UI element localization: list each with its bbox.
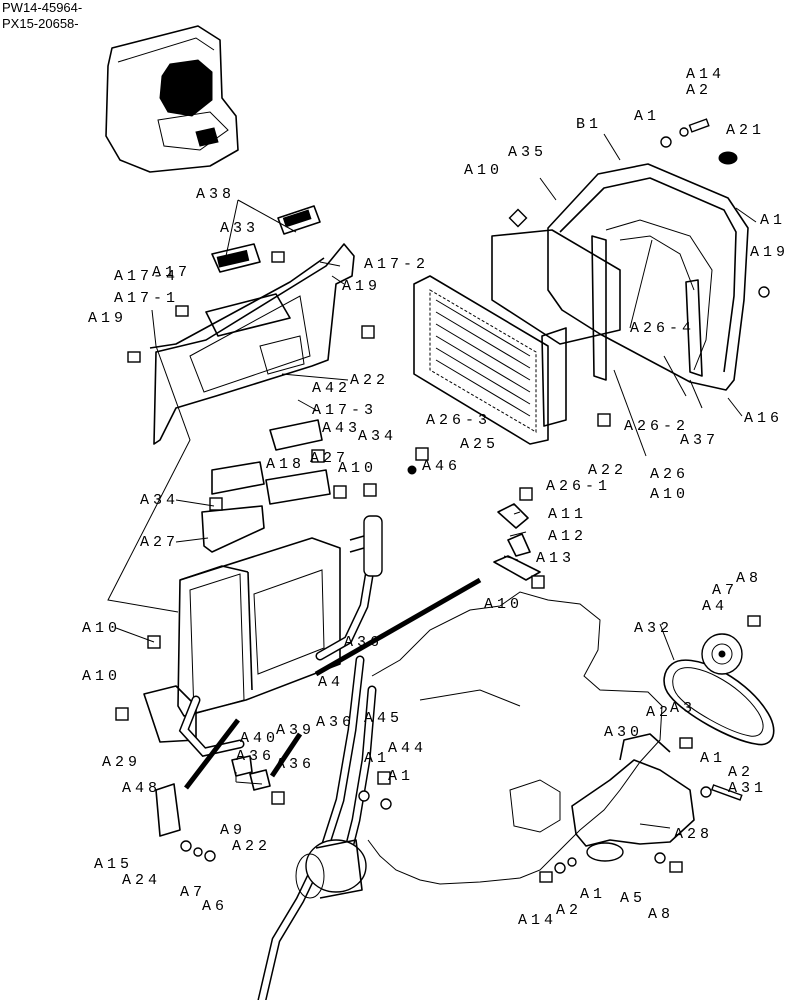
callout-a25: A25 (460, 436, 499, 453)
callout-a34-left: A34 (140, 492, 179, 509)
callout-a2-top: A2 (686, 82, 712, 99)
engine-outline (367, 591, 663, 885)
pulley (701, 633, 743, 675)
callout-a3: A3 (670, 700, 696, 717)
callout-a45: A45 (364, 710, 403, 727)
callout-a7-top: A7 (712, 582, 738, 599)
clamps (155, 755, 271, 837)
callout-a17-3: A17-3 (312, 402, 377, 419)
callout-a10-center: A10 (484, 596, 523, 613)
callout-a14-base: A14 (518, 912, 557, 929)
callout-a24: A24 (122, 872, 161, 889)
callout-a8-top: A8 (736, 570, 762, 587)
fasteners (115, 118, 770, 883)
callout-a44: A44 (388, 740, 427, 757)
callout-a2-mid: A2 (646, 704, 672, 721)
callout-a10-top: A10 (464, 162, 503, 179)
callout-a10-left2: A10 (82, 668, 121, 685)
callout-a11: A11 (548, 506, 587, 523)
compressor-bracket (571, 733, 695, 862)
callout-a2-lower: A2 (728, 764, 754, 781)
callout-a28: A28 (674, 826, 713, 843)
callout-a13: A13 (536, 550, 575, 567)
callout-a16: A16 (744, 410, 783, 427)
callout-a27-left: A27 (140, 534, 179, 551)
callout-a32: A32 (634, 620, 673, 637)
tensioner-parts (493, 503, 541, 581)
radiator-grille (413, 229, 621, 445)
callout-a43: A26-3 (426, 412, 491, 429)
callout-a4-top: A4 (702, 598, 728, 615)
callout-a10-right: A26-1 (546, 478, 611, 495)
callout-a1-bottom: A1 (364, 750, 390, 767)
serial-number-2: PX15-20658- (2, 16, 79, 31)
callout-a27-top: A27 (310, 450, 349, 467)
callout-labels: A14 A2 A1 B1 A21 A35 A10 A38 A1 A33 A19 … (82, 66, 789, 929)
bold-leaders (184, 577, 482, 790)
callout-a17: A17-4 (114, 268, 179, 285)
callout-a1-base: A1 (580, 886, 606, 903)
callout-a17-1: A17-1 (114, 290, 179, 307)
callout-a1-pump: A1 (388, 768, 414, 785)
callout-a26-3: A26-2 (624, 418, 689, 435)
callout-a26-2: A37 (680, 432, 719, 449)
radiator-cover (547, 163, 749, 391)
callout-a31: A31 (728, 780, 767, 797)
callout-a14-top: A14 (686, 66, 725, 83)
callout-a38: A1 (760, 212, 786, 229)
callout-a10-mid: A10 (338, 460, 377, 477)
callout-a36-c: A36 (236, 748, 275, 765)
callout-a46: A46 (422, 458, 461, 475)
callout-a19-mid: A17 (152, 264, 191, 281)
callout-a8-bottom: A8 (648, 906, 674, 923)
callout-a48: A48 (122, 780, 161, 797)
air-duct-frame (149, 205, 355, 445)
serial-number-1: PW14-45964- (2, 0, 83, 15)
callout-a26: A26 (650, 466, 689, 483)
callout-a10-left1: A10 (82, 620, 121, 637)
callout-a22-mid: A22 (588, 462, 627, 479)
callout-a1-lower: A1 (700, 750, 726, 767)
callout-a26-1: A10 (650, 486, 689, 503)
callout-a36-a: A36 (344, 634, 383, 651)
callout-a4-mid: A4 (318, 674, 344, 691)
heater-unit (143, 419, 341, 743)
callout-a18: A18 (266, 456, 305, 473)
callout-a1-top: A1 (634, 108, 660, 125)
callout-a42: A42 (312, 380, 351, 397)
callout-a19-left: A19 (88, 310, 127, 327)
leader-lines (107, 133, 757, 829)
callout-a17-2: A17-2 (364, 256, 429, 273)
callout-a6: A6 (202, 898, 228, 915)
callout-a7-bottom: A7 (180, 884, 206, 901)
callout-a36-b: A36 (316, 714, 355, 731)
callout-a5: A5 (620, 890, 646, 907)
callout-a21: A21 (726, 122, 765, 139)
callout-b1: B1 (576, 116, 602, 133)
callout-a1-right: A19 (750, 244, 789, 261)
cab-location-thumbnail (105, 25, 239, 173)
callout-a34-top: A43 (322, 420, 361, 437)
callout-a35: A35 (508, 144, 547, 161)
callout-a30: A30 (604, 724, 643, 741)
callout-a12: A12 (548, 528, 587, 545)
callout-a9: A9 (220, 822, 246, 839)
callout-a37: A34 (358, 428, 397, 445)
callout-a2-base: A2 (556, 902, 582, 919)
hoses (178, 553, 377, 1000)
callout-a33: A38 (196, 186, 235, 203)
callout-a26-4: A26-4 (630, 320, 695, 337)
callout-a22-top: A22 (350, 372, 389, 389)
callout-a17-4: A19 (342, 278, 381, 295)
receiver-drier (349, 515, 383, 577)
callout-a36-d: A36 (276, 756, 315, 773)
callout-a39: A39 (276, 722, 315, 739)
callout-a19-top: A33 (220, 220, 259, 237)
callout-a29: A29 (102, 754, 141, 771)
callout-a40: A40 (240, 730, 279, 747)
callout-a15: A15 (94, 856, 133, 873)
callout-a22-bottom: A22 (232, 838, 271, 855)
compressor (295, 839, 367, 899)
